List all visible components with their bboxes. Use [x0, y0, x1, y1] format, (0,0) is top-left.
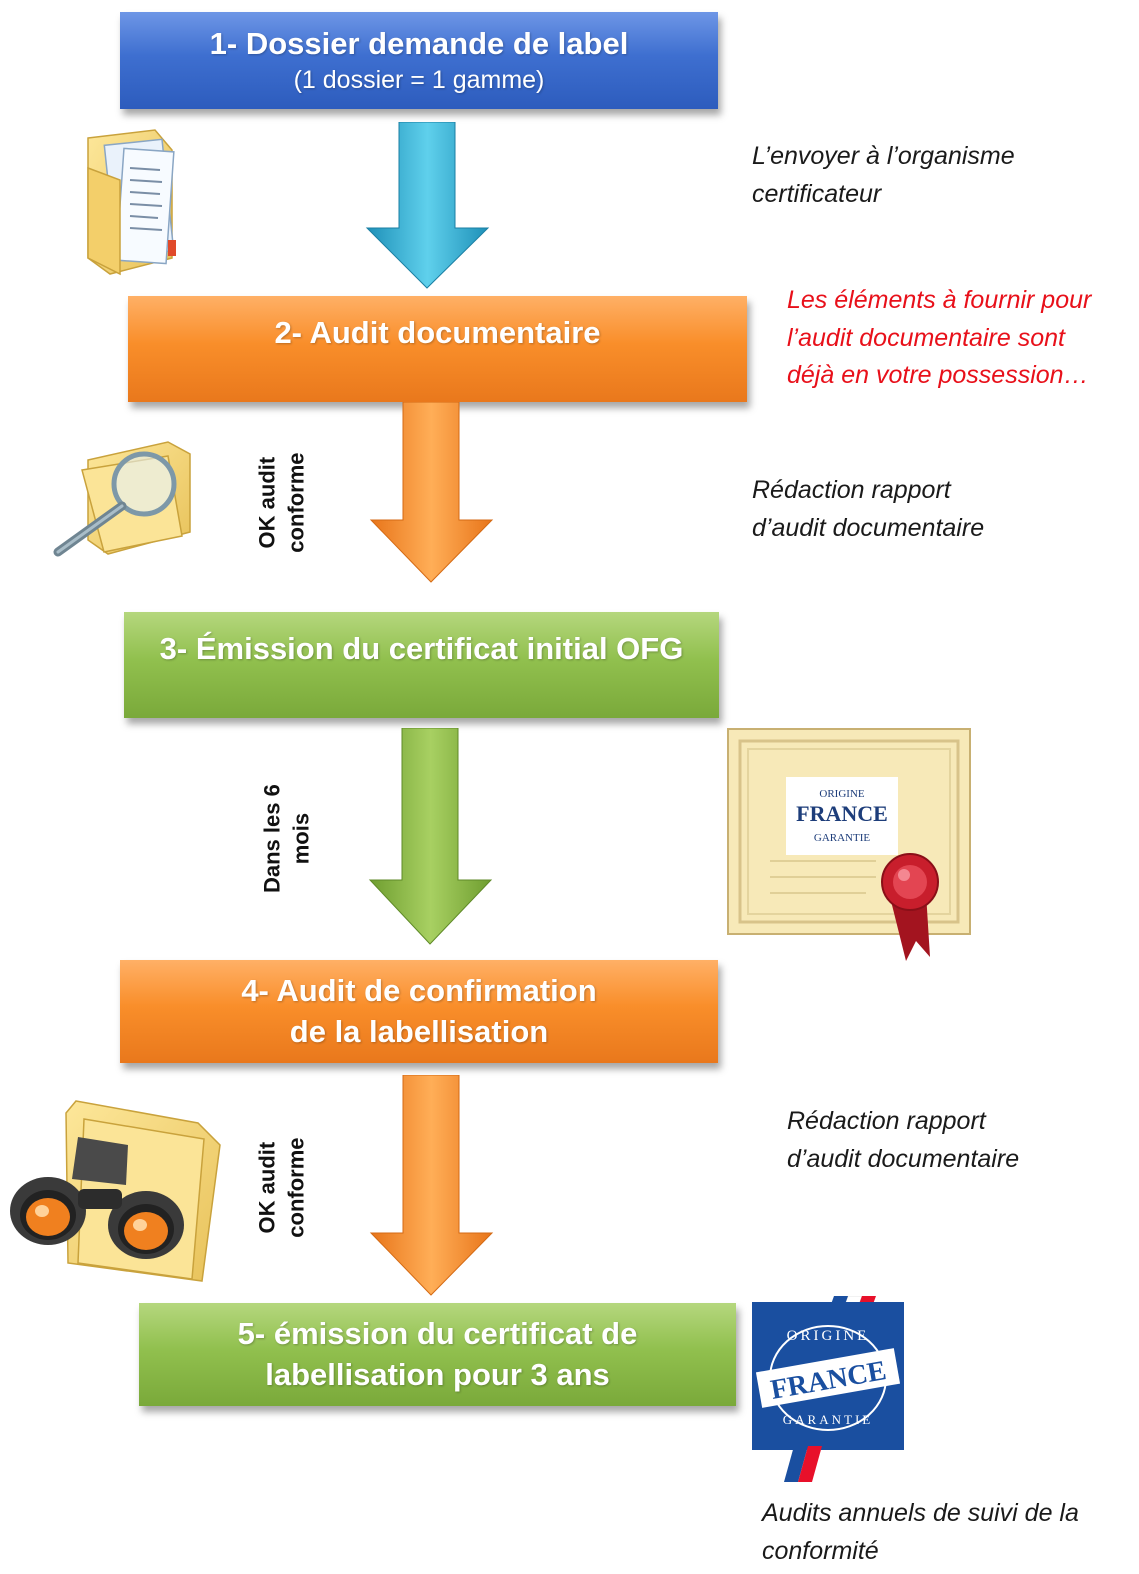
folder-magnifier-icon [53, 441, 191, 557]
note-2-line1: Les éléments à fournir pour [787, 286, 1092, 314]
arrow-2-label-line2: conforme [283, 452, 308, 553]
note-2-line2: l’audit documentaire sont [787, 323, 1065, 352]
step-5-title-line2: labellisation pour 3 ans [265, 1356, 610, 1392]
note-report-1: Rédaction rapport d’audit documentaire [752, 472, 984, 547]
arrow-3-label-line2: mois [288, 812, 313, 865]
note-1-line1: L’envoyer à l’organisme [752, 142, 1015, 170]
arrow-3-label: Dans les 6 mois [258, 744, 315, 934]
step-4-title: 4- Audit de confirmation [241, 972, 597, 1008]
label-logo-bottom: GARANTIE [783, 1412, 873, 1427]
note-2-line3: déjà en votre possession… [787, 361, 1089, 389]
step-3-title: 3- Émission du certificat initial OFG [159, 630, 684, 666]
note-4-line2: d’audit documentaire [787, 1144, 1020, 1173]
note-send-to-certifier: L’envoyer à l’organisme certificateur [752, 138, 1015, 213]
arrow-2-down [369, 402, 494, 583]
certificate-logo-bottom: GARANTIE [814, 832, 870, 844]
arrow-4-down [369, 1075, 494, 1296]
label-logo-top: ORIGINE [787, 1328, 870, 1344]
note-documents-already-owned: Les éléments à fournir pour l’audit docu… [787, 282, 1091, 395]
arrow-4-label-line1: OK audit [254, 1141, 280, 1234]
note-report-2: Rédaction rapport d’audit documentaire [787, 1103, 1019, 1178]
arrow-4-label: OK audit conforme [253, 1093, 310, 1283]
arrow-1-down [365, 122, 490, 289]
note-1-line2: certificateur [752, 179, 882, 208]
origine-france-garantie-logo: ORIGINE FRANCE GARANTIE [752, 1296, 904, 1482]
step-4-title-line2: de la labellisation [289, 1013, 549, 1049]
note-4-line1: Rédaction rapport [787, 1107, 986, 1135]
arrow-2-label-line1: OK audit [254, 456, 280, 549]
arrow-3-label-line1: Dans les 6 [259, 784, 285, 894]
certificate-logo-top: ORIGINE [819, 788, 864, 800]
folder-documents-icon [87, 129, 176, 276]
arrow-3-down [368, 728, 493, 945]
step-5-title: 5- émission du certificat de [237, 1315, 638, 1351]
arrow-4-label-line2: conforme [283, 1137, 308, 1238]
step-2-box: 2- Audit documentaire [128, 296, 747, 402]
folder-binoculars-icon [10, 1100, 221, 1282]
note-5-line1: Audits annuels de suivi de la [762, 1499, 1079, 1527]
note-5-line2: conformité [762, 1536, 879, 1565]
step-5-box: 5- émission du certificat de labellisati… [139, 1303, 736, 1406]
note-annual-audits: Audits annuels de suivi de la conformité [762, 1495, 1079, 1570]
step-2-title: 2- Audit documentaire [274, 314, 601, 350]
step-1-title: 1- Dossier demande de label [209, 25, 629, 61]
certificate-icon: ORIGINE FRANCE GARANTIE [727, 728, 971, 961]
step-4-box: 4- Audit de confirmation de la labellisa… [120, 960, 718, 1063]
arrow-2-label: OK audit conforme [253, 408, 310, 598]
certificate-logo-main: FRANCE [796, 801, 888, 826]
step-1-subtitle: (1 dossier = 1 gamme) [293, 66, 545, 95]
step-3-box: 3- Émission du certificat initial OFG [124, 612, 719, 718]
note-3-line1: Rédaction rapport [752, 476, 951, 504]
step-1-box: 1- Dossier demande de label (1 dossier =… [120, 12, 718, 109]
note-3-line2: d’audit documentaire [752, 513, 985, 542]
